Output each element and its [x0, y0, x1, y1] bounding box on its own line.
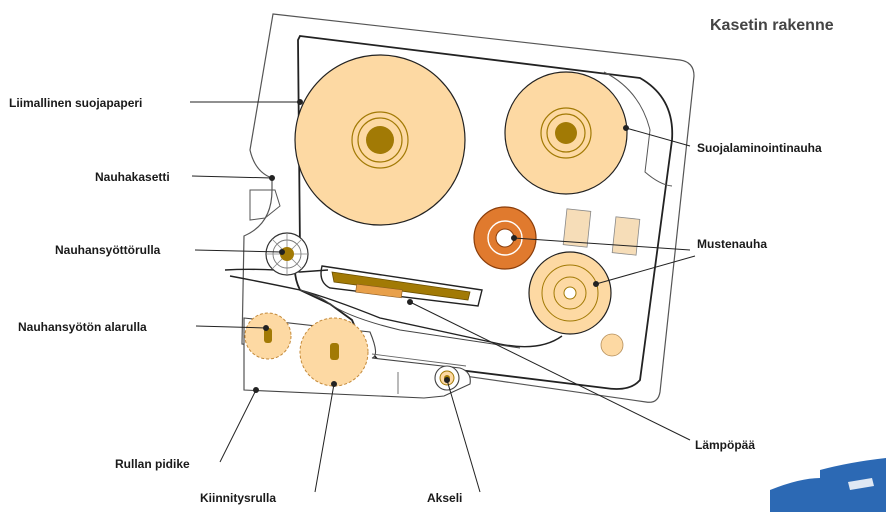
blue-corner-highlight [848, 478, 874, 490]
ribbon-window-left [562, 208, 592, 248]
label-liimallinen-suojapaperi: Liimallinen suojapaperi [9, 96, 143, 110]
ribbon-window-right [611, 216, 641, 256]
label-nauhansyottorulla: Nauhansyöttörulla [55, 243, 161, 257]
lower-feed-roller [244, 312, 292, 360]
cassette-right-edge [603, 71, 673, 187]
label-lampopaa: Lämpöpää [695, 438, 756, 452]
pinch-roller [299, 317, 369, 387]
tape-path [224, 268, 563, 348]
print-head-element [331, 271, 471, 301]
tape-path-2 [299, 289, 521, 349]
ink-ribbon-roll [528, 251, 612, 335]
ink-takeup-roll [473, 206, 537, 270]
blue-corner-graphic [770, 458, 886, 512]
label-suojalaminointinauha: Suojalaminointinauha [697, 141, 822, 155]
roller-holder-detail [371, 353, 467, 394]
feed-roller [265, 232, 309, 276]
page-title: Kasetin rakenne [710, 17, 834, 34]
label-akseli: Akseli [427, 491, 463, 505]
label-mustenauha: Mustenauha [697, 237, 768, 251]
laminate-roll [504, 71, 628, 195]
cassette-left-notch [249, 189, 281, 221]
label-rullan-pidike: Rullan pidike [115, 457, 190, 471]
backing-paper-roll [294, 54, 466, 226]
small-dot [600, 333, 624, 357]
leader-lines [190, 99, 696, 493]
label-nauhakasetti: Nauhakasetti [95, 170, 170, 184]
label-kiinnitysrulla: Kiinnitysrulla [200, 491, 277, 505]
print-head-heater [355, 283, 403, 299]
label-nauhansyoton-alarulla: Nauhansyötön alarulla [18, 320, 147, 334]
